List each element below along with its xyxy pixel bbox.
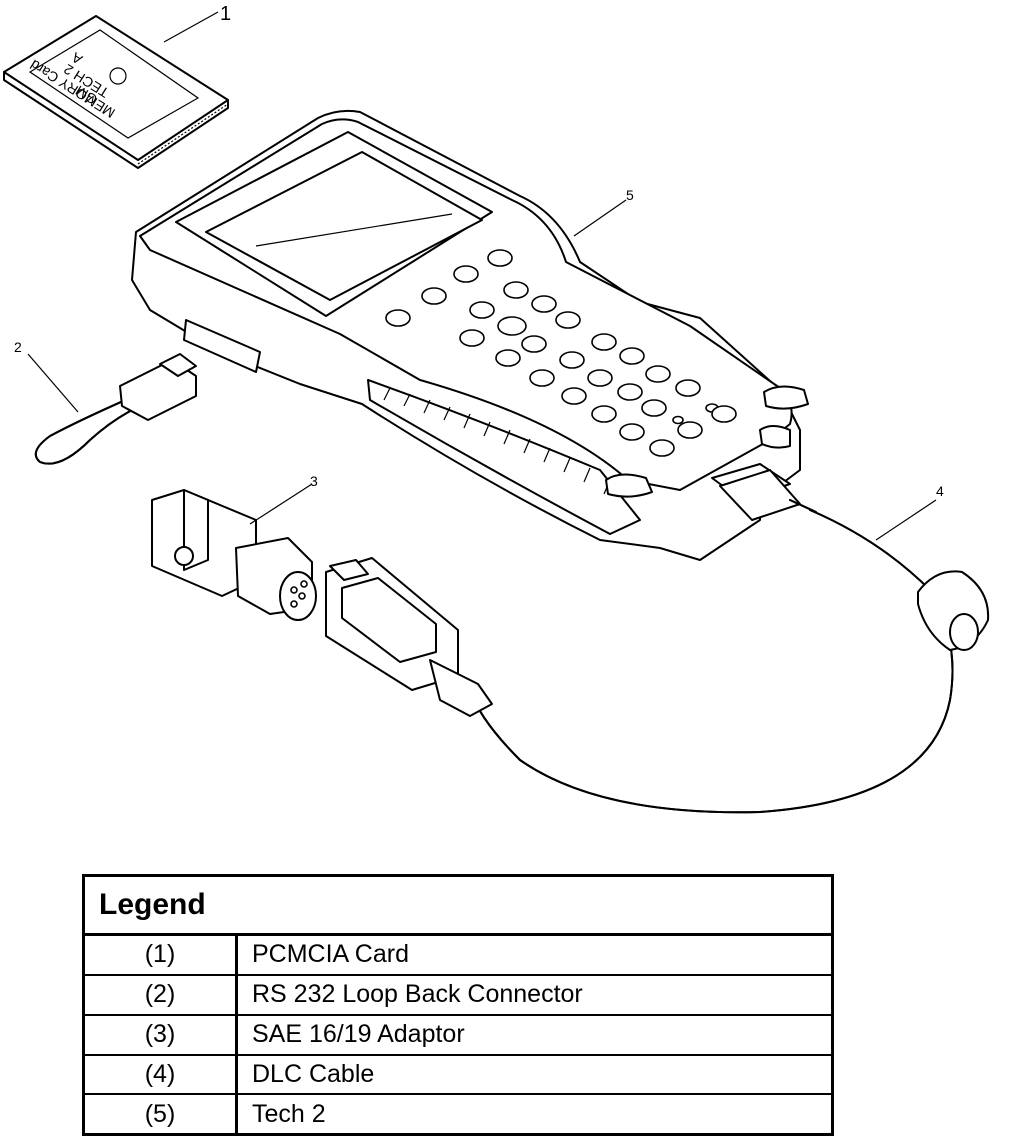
legend-table: Legend (1) PCMCIA Card (2) RS 232 Loop B… [82, 874, 834, 1136]
keypad [385, 249, 737, 457]
callout-4: 4 [936, 483, 944, 499]
callout-line-2 [27, 353, 79, 413]
legend-number: (2) [85, 973, 238, 1015]
callout-2: 2 [14, 339, 22, 355]
dlc-cable [469, 499, 990, 814]
legend-number: (4) [85, 1053, 238, 1095]
legend-title: Legend [85, 877, 831, 936]
sae-adaptor [151, 489, 317, 621]
pcmcia-card: TECH 2 MEMORY Card GM A [3, 15, 229, 169]
legend-number: (5) [85, 1093, 238, 1133]
legend-row: (1) PCMCIA Card [85, 933, 831, 975]
callout-line-5 [573, 199, 627, 237]
legend-row: (3) SAE 16/19 Adaptor [85, 1013, 831, 1055]
legend-label: Tech 2 [236, 1093, 831, 1133]
legend-number: (1) [85, 933, 238, 975]
callout-3: 3 [310, 473, 318, 489]
callout-line-4 [875, 499, 937, 541]
callout-1: 1 [220, 3, 231, 25]
callout-line-1 [163, 11, 219, 43]
legend-label: PCMCIA Card [236, 933, 831, 975]
legend-label: RS 232 Loop Back Connector [236, 973, 831, 1015]
legend-row: (5) Tech 2 [85, 1093, 831, 1133]
tech2-device [131, 109, 809, 561]
legend-label: SAE 16/19 Adaptor [236, 1013, 831, 1055]
dlc-plug [325, 557, 493, 717]
legend-row: (2) RS 232 Loop Back Connector [85, 973, 831, 1015]
legend-label: DLC Cable [236, 1053, 831, 1095]
exploded-diagram: TECH 2 MEMORY Card GM A 1 [3, 3, 990, 814]
loopback-connector [34, 353, 197, 465]
callout-5: 5 [626, 187, 634, 203]
legend-row: (4) DLC Cable [85, 1053, 831, 1095]
callout-line-3 [249, 483, 313, 525]
legend-number: (3) [85, 1013, 238, 1055]
legend-header: Legend [85, 877, 831, 936]
